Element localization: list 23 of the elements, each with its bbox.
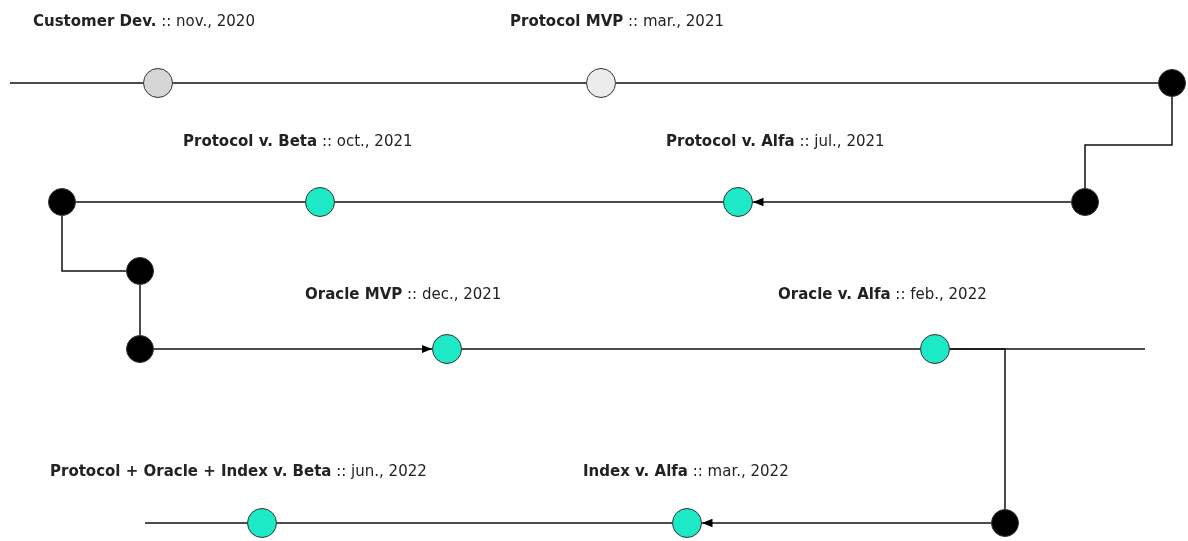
- timeline-line: [334, 201, 724, 203]
- timeline-line: [949, 348, 1006, 510]
- arrow: [752, 197, 1072, 207]
- milestone-label: Protocol v. Alfa :: jul., 2021: [666, 132, 885, 150]
- timeline-line: [461, 348, 921, 350]
- arrow: [701, 518, 992, 528]
- milestone-label: Customer Dev. :: nov., 2020: [33, 12, 255, 30]
- milestone-label: Protocol MVP :: mar., 2021: [510, 12, 724, 30]
- milestone-label: Protocol v. Beta :: oct., 2021: [183, 132, 413, 150]
- timeline-line: [75, 201, 306, 203]
- timeline-line: [144, 522, 248, 524]
- milestone-label: Oracle v. Alfa :: feb., 2022: [778, 285, 987, 303]
- timeline-line: [276, 522, 673, 524]
- timeline-line: [172, 82, 587, 84]
- timeline-line: [61, 215, 127, 272]
- arrow: [153, 344, 433, 354]
- milestone-label: Oracle MVP :: dec., 2021: [305, 285, 502, 303]
- milestone-label: Index v. Alfa :: mar., 2022: [583, 462, 789, 480]
- timeline-line: [9, 82, 144, 84]
- milestone-label: Protocol + Oracle + Index v. Beta :: jun., 2022: [50, 462, 427, 480]
- timeline-line: [615, 82, 1159, 84]
- timeline-line: [139, 284, 141, 336]
- timeline-line: [1084, 96, 1173, 189]
